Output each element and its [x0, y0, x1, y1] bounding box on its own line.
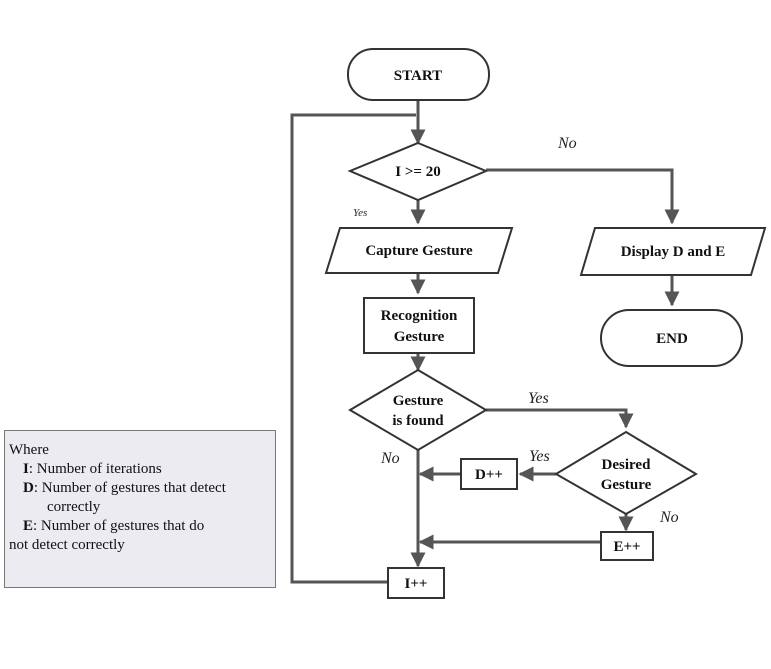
iter-no-label: No — [557, 135, 577, 152]
i-increment-process — [387, 567, 445, 599]
capture-gesture-io — [324, 227, 514, 274]
legend-row-i: I: Number of iterations — [9, 460, 269, 479]
legend-d-desc-1: : Number of gestures that detect — [33, 480, 226, 496]
end-terminal — [600, 309, 743, 367]
recognition-gesture-process — [363, 297, 475, 354]
display-text: Display D and E — [621, 244, 726, 260]
start-terminal — [347, 48, 490, 101]
d-increment-process — [460, 458, 518, 490]
legend-e-key: E — [23, 518, 34, 534]
e-increment-process — [600, 531, 654, 561]
legend-i-key: I — [23, 461, 29, 477]
gesture-found-diamond — [348, 368, 488, 452]
legend-row-d: D: Number of gestures that detect — [9, 479, 269, 498]
legend-row-d-cont: correctly — [47, 499, 101, 515]
legend-row-e: E: Number of gestures that do — [9, 517, 269, 536]
desired-gesture-line1: Desired — [602, 457, 652, 473]
iter-yes-label: Yes — [353, 207, 367, 219]
end-text: END — [656, 331, 688, 347]
display-io — [579, 227, 767, 276]
found-no-label: No — [380, 450, 400, 467]
desired-no-label: No — [659, 509, 679, 526]
edge-found-yes-to-desired — [486, 408, 634, 429]
desired-yes-label: Yes — [529, 448, 550, 465]
legend-d-key: D — [23, 480, 34, 496]
gesture-found-line1: Gesture — [393, 393, 444, 409]
capture-gesture-text: Capture Gesture — [365, 243, 473, 259]
iter-condition-text: I >= 20 — [395, 164, 440, 180]
edge-i-loop-back — [290, 113, 416, 584]
legend-heading: Where — [9, 442, 49, 458]
e-increment-text: E++ — [613, 539, 640, 555]
edge-iter-no-to-display — [486, 168, 680, 225]
legend-e-desc-1: : Number of gestures that do — [33, 518, 205, 534]
gesture-found-line2: is found — [392, 413, 444, 429]
found-yes-label: Yes — [528, 390, 549, 407]
desired-gesture-diamond — [554, 430, 698, 516]
legend-box: Where I: Number of iterations D: Number … — [4, 430, 276, 588]
d-increment-text: D++ — [475, 467, 503, 483]
i-increment-text: I++ — [405, 576, 428, 592]
start-text: START — [394, 68, 442, 84]
recognition-line1: Recognition — [381, 308, 458, 324]
legend-row-e-cont: not detect correctly — [9, 537, 125, 553]
iter-condition-diamond — [347, 141, 489, 202]
desired-gesture-line2: Gesture — [601, 477, 652, 493]
legend-i-desc: : Number of iterations — [28, 461, 162, 477]
recognition-line2: Gesture — [394, 329, 445, 345]
